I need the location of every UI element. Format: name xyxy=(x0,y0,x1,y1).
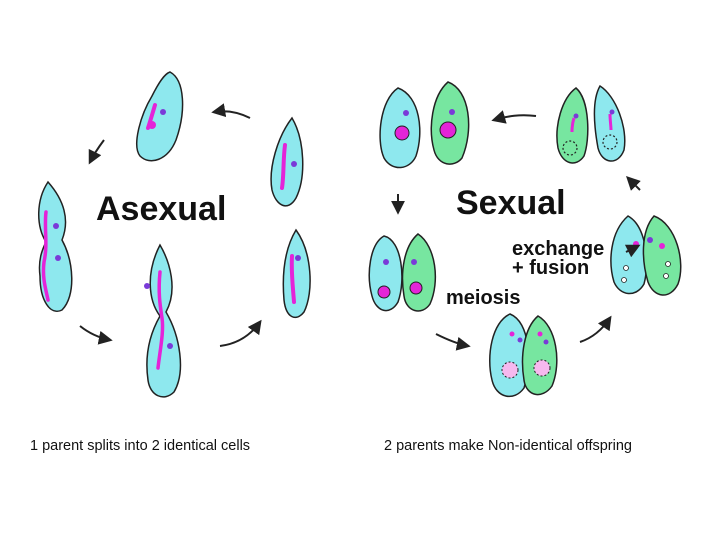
arrow-asexual-bottom-right xyxy=(219,319,262,347)
asexual-cell-dividing-bottom xyxy=(144,243,182,398)
asexual-cell-right-upper xyxy=(270,116,304,207)
sexual-parent-pair-top-left xyxy=(379,81,470,169)
arrow-sexual-right-up xyxy=(626,176,641,191)
asexual-cell-top xyxy=(136,71,184,162)
meiosis-label: meiosis xyxy=(446,287,520,309)
arrow-sexual-bottom-left xyxy=(435,333,471,351)
sexual-caption: 2 parents make Non-identical offspring xyxy=(384,438,632,454)
sexual-cycle-arrows xyxy=(391,110,641,351)
sexual-pair-top-right xyxy=(556,84,626,164)
asexual-caption: 1 parent splits into 2 identical cells xyxy=(30,438,251,454)
sexual-pair-meiosis xyxy=(489,313,558,398)
fusion-label: + fusion xyxy=(512,257,589,279)
sexual-pair-exchange xyxy=(610,215,682,296)
asexual-cell-dividing-left xyxy=(38,180,73,312)
arrow-exchange-pointer xyxy=(624,244,641,258)
asexual-cycle-arrows xyxy=(79,103,262,347)
exchange-label: exchange xyxy=(512,238,604,260)
sexual-title: Sexual xyxy=(456,184,566,222)
arrow-asexual-top xyxy=(211,103,251,119)
sexual-pair-fusion xyxy=(368,233,437,312)
sexual-cycle xyxy=(368,81,682,398)
arrow-sexual-top xyxy=(491,110,537,124)
arrow-asexual-bottom-left xyxy=(79,325,113,345)
asexual-cell-right-lower xyxy=(282,228,311,319)
arrow-asexual-left xyxy=(88,139,105,165)
asexual-title: Asexual xyxy=(96,190,226,228)
arrow-sexual-bottom-right xyxy=(579,315,612,343)
asexual-cycle xyxy=(38,71,311,398)
